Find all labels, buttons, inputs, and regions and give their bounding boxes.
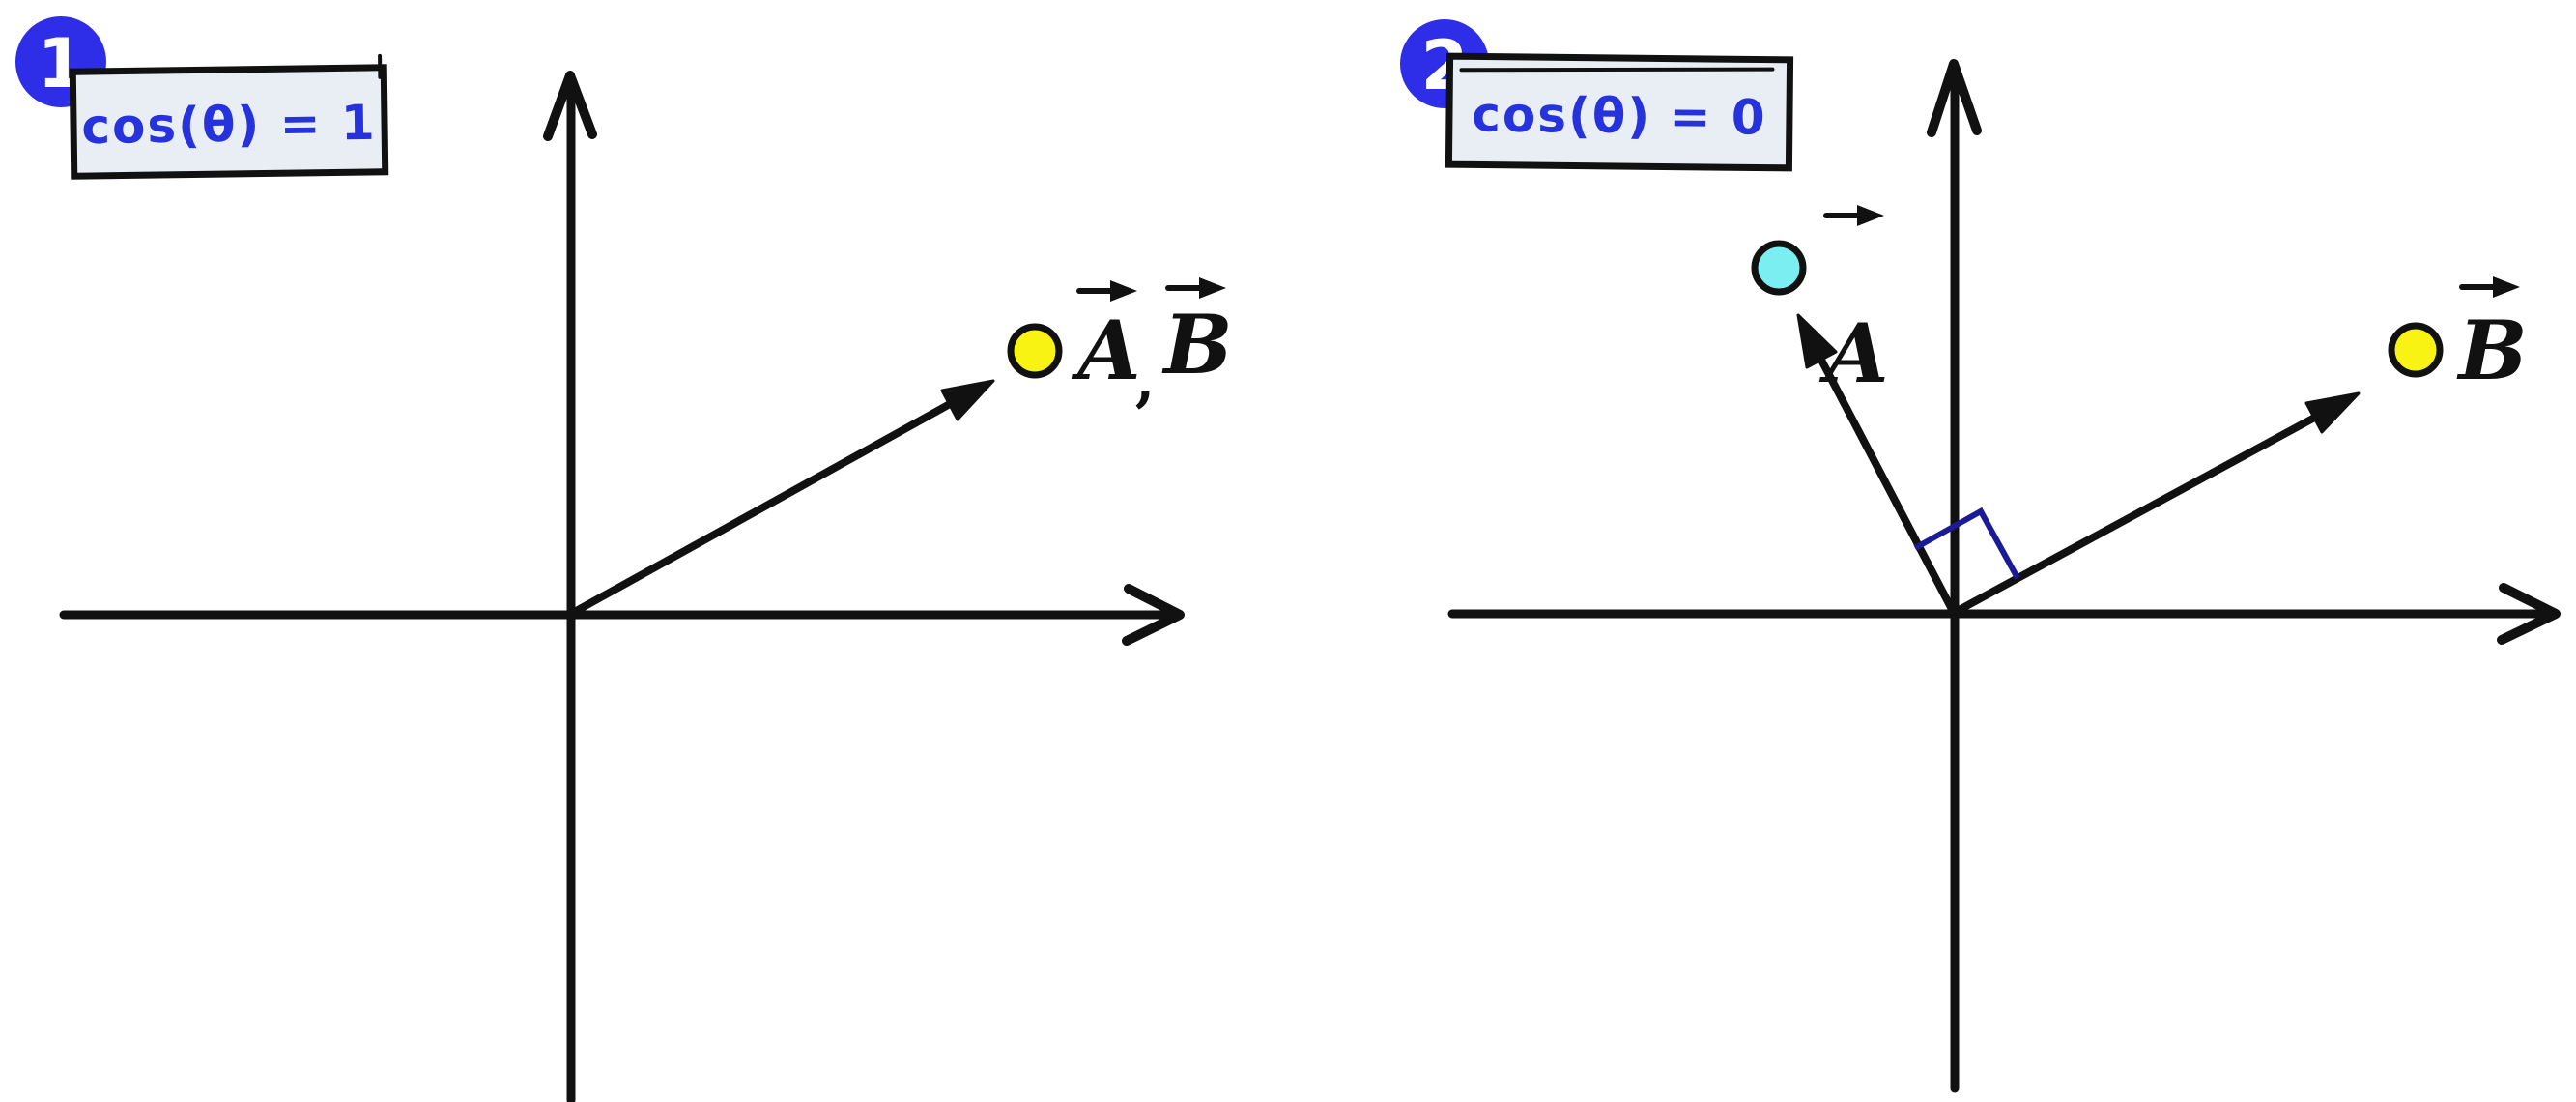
panel-cos-equals-0: A B 2 cos(θ) = 0: [1400, 19, 2561, 1093]
panel-cos-equals-1: A , B 1 cos(θ) = 1: [15, 16, 1233, 1102]
right-angle-marker: [1913, 507, 2020, 580]
formula-text-2: cos(θ) = 0: [1472, 86, 1767, 145]
formula-box-1-frame: [69, 64, 389, 180]
y-axis-arrowhead-icon: [543, 71, 597, 141]
label-separator: ,: [1135, 348, 1155, 414]
point-a-dot: [1751, 240, 1807, 296]
label-vector-b: B: [2457, 303, 2528, 398]
vector-b-arrowhead-icon: [2304, 392, 2361, 434]
vector-ab-arrowhead-icon: [940, 379, 995, 421]
vector-overbar-b-head-icon: [1199, 277, 1226, 299]
label-vector-b: B: [1162, 297, 1233, 392]
vector-ab-line: [567, 391, 971, 618]
point-b-dot: [2388, 322, 2444, 378]
label-vector-a: A: [1818, 305, 1888, 401]
x-axis-arrowhead-icon: [1122, 584, 1185, 646]
vector-overbar-a-head-icon: [1110, 280, 1137, 302]
vector-b-line: [1950, 405, 2334, 617]
formula-text-1: cos(θ) = 1: [81, 95, 377, 155]
vector-overbar-b-head-icon: [2493, 276, 2520, 298]
x-axis-arrowhead-icon: [2497, 583, 2561, 645]
y-axis-arrowhead-icon: [1927, 59, 1982, 137]
vector-overbar-a-head-icon: [1857, 205, 1884, 226]
formula-box-1: cos(θ) = 1: [69, 53, 389, 180]
formula-box-2-frame: [1445, 52, 1794, 172]
formula-box-2-sketch-line: [1459, 67, 1775, 72]
point-ab-dot: [1007, 323, 1063, 379]
formula-box-2: cos(θ) = 0: [1445, 52, 1794, 172]
vector-a-line: [1811, 343, 1958, 617]
vector-a-arrowhead-icon: [1796, 313, 1838, 369]
label-vector-a: A: [1071, 303, 1140, 398]
